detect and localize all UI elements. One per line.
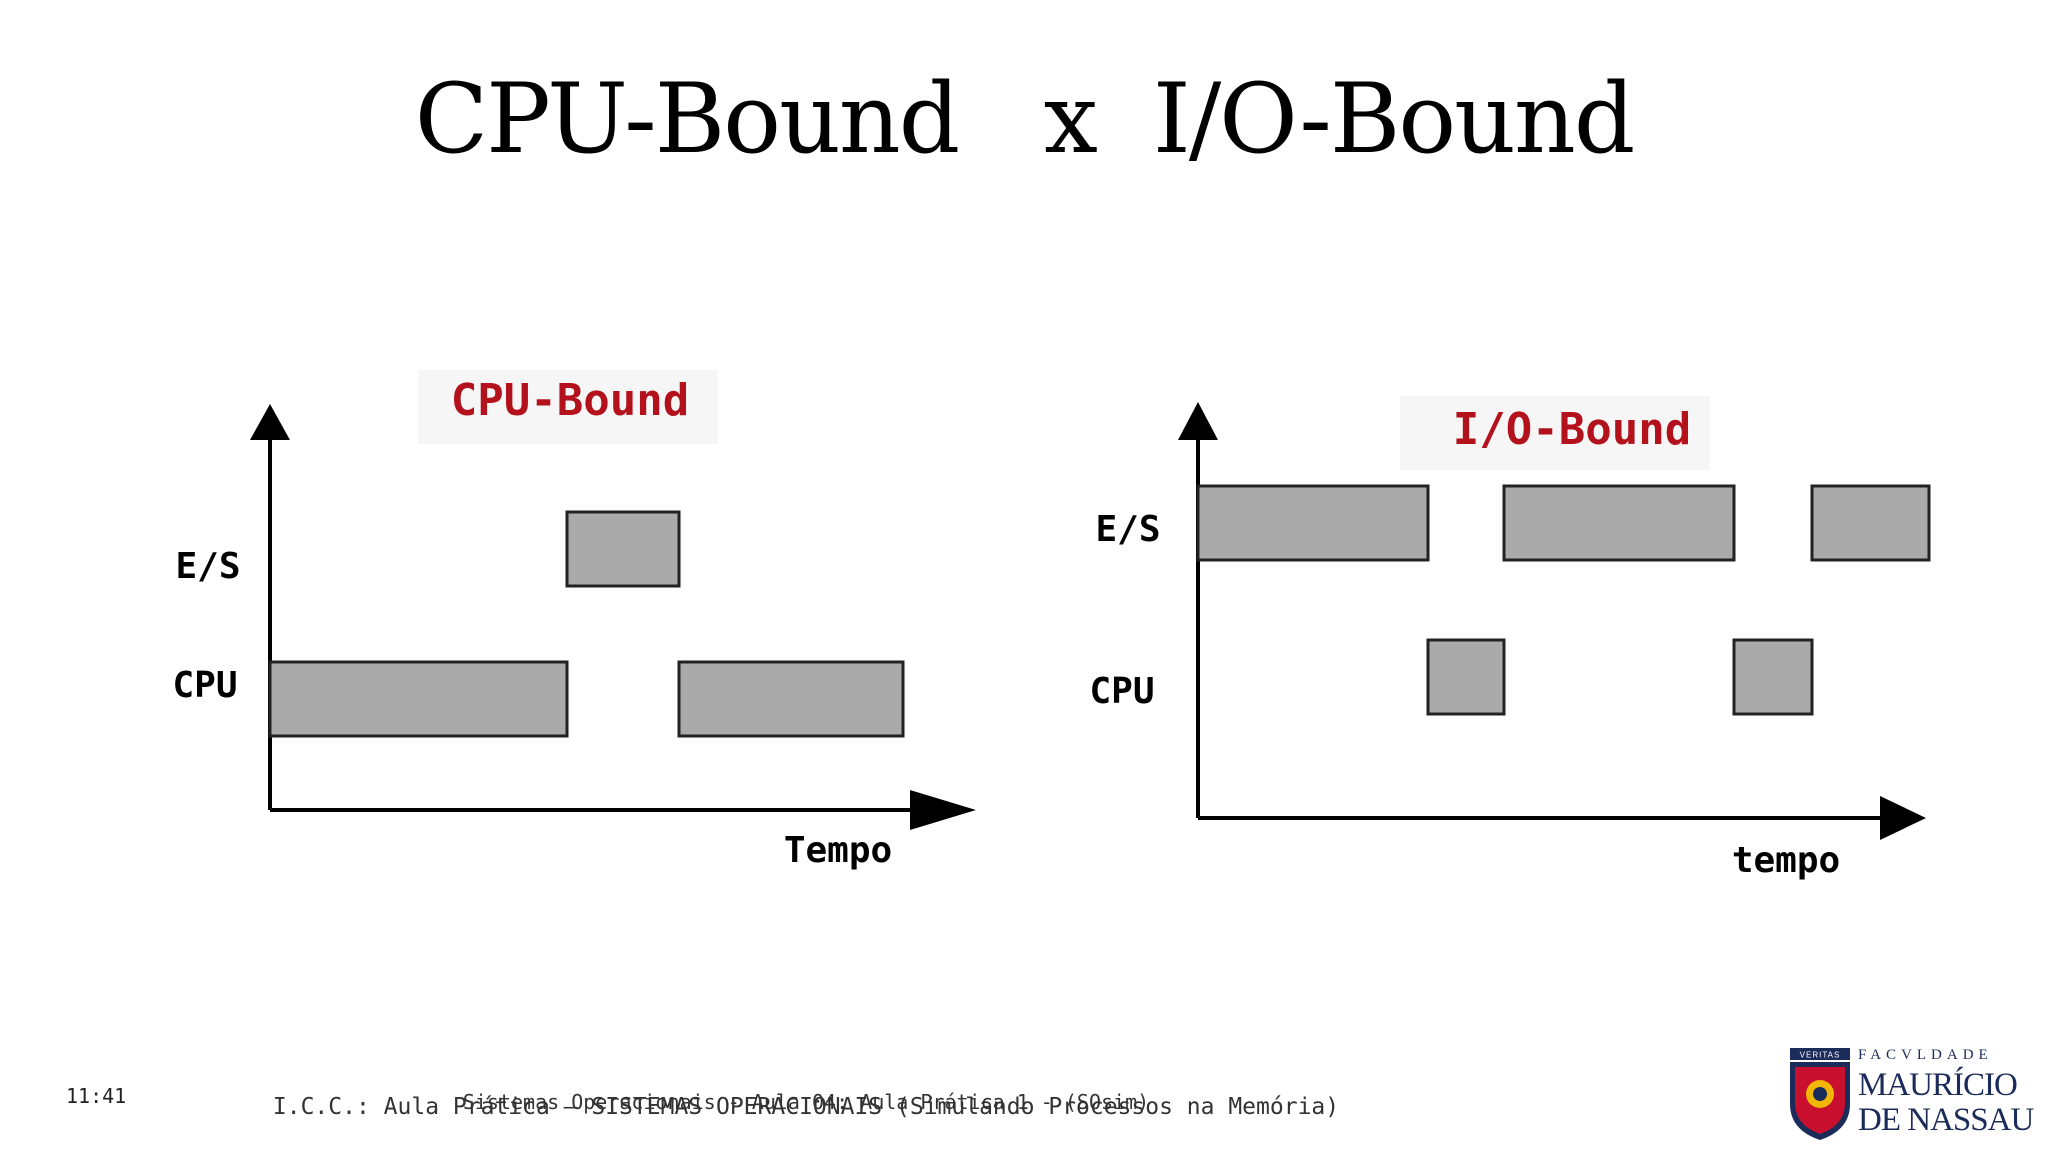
logo-crest-center	[1813, 1087, 1827, 1101]
io-bound-title: I/O-Bound	[1453, 404, 1691, 455]
cpu-bound-title: CPU-Bound	[451, 375, 689, 426]
x-axis-arrow-icon	[1880, 796, 1926, 840]
cpu-burst-2	[677, 660, 905, 738]
row-label-es: E/S	[175, 546, 240, 587]
slide-title: CPU-Bound x I/O-Bound	[414, 63, 1636, 175]
x-axis-label: Tempo	[784, 830, 892, 871]
cpu-bound-diagram: CPU-Bound E/S CPU Tempo	[130, 360, 990, 920]
logo-line1: FACVLDADE	[1858, 1047, 1993, 1063]
x-axis-arrow-icon	[910, 790, 976, 830]
logo-line2: MAURÍCIO	[1858, 1066, 2017, 1103]
es-burst-1	[565, 510, 681, 588]
y-axis-arrow-icon	[1178, 402, 1218, 440]
logo-graphic: VERITAS FACVLDADE MAURÍCIO DE NASSAU	[1790, 1047, 2035, 1140]
faculdade-mauricio-de-nassau-logo: VERITAS FACVLDADE MAURÍCIO DE NASSAU	[1788, 1042, 2038, 1142]
io-bound-title-background	[1400, 396, 1710, 470]
logo-line3: DE NASSAU	[1858, 1102, 2034, 1138]
row-label-cpu: CPU	[1089, 671, 1154, 712]
io-bound-diagram: I/O-Bound E/S CPU tempo	[1050, 360, 1931, 920]
footer-time: 11:41	[66, 1084, 127, 1108]
es-burst-3	[1810, 484, 1931, 562]
y-axis-arrow-icon	[250, 404, 290, 440]
row-label-cpu: CPU	[172, 665, 237, 706]
logo-motto: VERITAS	[1800, 1051, 1841, 1060]
row-label-es: E/S	[1095, 509, 1160, 550]
cpu-burst-1	[268, 660, 569, 738]
logo-motto-band	[1790, 1048, 1850, 1060]
footer-text: I.C.C.: Aula Prática — SISTEMAS OPERACIO…	[272, 1094, 1340, 1120]
cpu-bound-diagram-canvas: CPU-Bound E/S CPU Tempo	[172, 370, 976, 871]
cpu-bound-title-background	[418, 370, 718, 444]
es-burst-2	[1502, 484, 1736, 562]
io-bound-diagram-canvas: I/O-Bound E/S CPU tempo	[1089, 396, 1931, 881]
x-axis-label: tempo	[1732, 840, 1840, 881]
es-burst-1	[1196, 484, 1430, 562]
footer-subtitle: Sistemas Operacionais - Aula 04: Aula Pr…	[462, 1090, 1150, 1114]
cpu-burst-1	[1426, 638, 1506, 716]
cpu-burst-2	[1732, 638, 1814, 716]
